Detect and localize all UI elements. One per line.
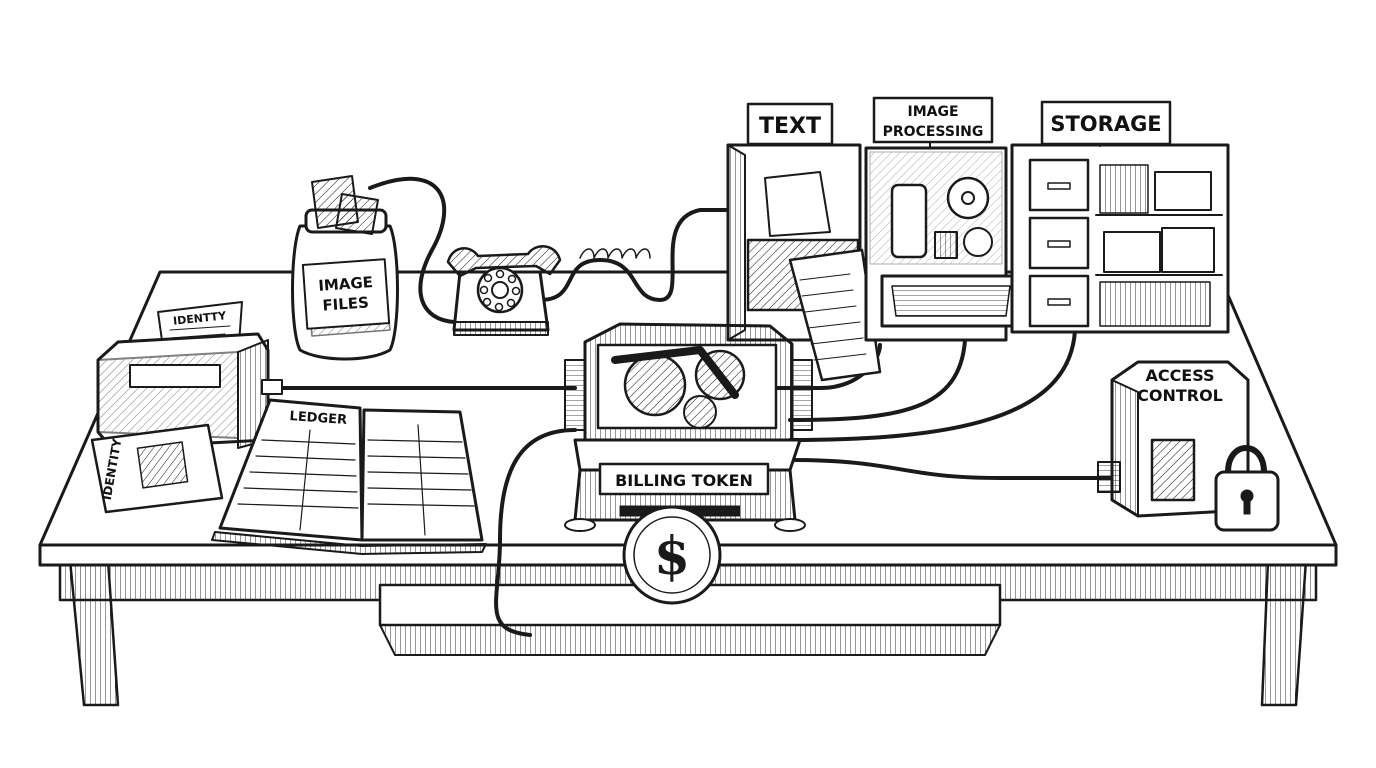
cables (278, 176, 1112, 637)
image-processing-cabinet (864, 146, 1022, 342)
image-files-label-line2: FILES (322, 293, 370, 314)
storage-label: STORAGE (1050, 112, 1161, 136)
identity-printer (96, 301, 283, 450)
access-control-label-line2: CONTROL (1137, 386, 1223, 405)
cable-coil (579, 248, 651, 259)
access-control-label-line1: ACCESS (1145, 366, 1214, 385)
coin-dollar-icon: $ (622, 505, 722, 605)
svg-text:$: $ (654, 526, 690, 587)
image-processing-sign (872, 96, 994, 149)
identity-paper-label: IDENTTY (173, 309, 228, 328)
text-sign (746, 102, 834, 146)
billing-token-machine (564, 322, 813, 532)
image-files-label-line1: IMAGE (318, 273, 374, 295)
ledger-label: LEDGER (289, 409, 347, 428)
image-processing-label-line2: PROCESSING (883, 124, 984, 140)
image-files-jar (291, 175, 399, 361)
storage-cabinet (1010, 143, 1230, 334)
ledger-book (211, 398, 487, 555)
text-cabinet (726, 143, 882, 382)
image-processing-label-line1: IMAGE (907, 104, 958, 120)
access-control-box (1097, 360, 1250, 518)
identity-card (90, 423, 224, 514)
storage-sign (1040, 100, 1172, 147)
text-label: TEXT (759, 114, 821, 139)
padlock-icon (1214, 445, 1280, 532)
rotary-telephone (446, 245, 562, 336)
billing-token-label: BILLING TOKEN (615, 471, 753, 490)
